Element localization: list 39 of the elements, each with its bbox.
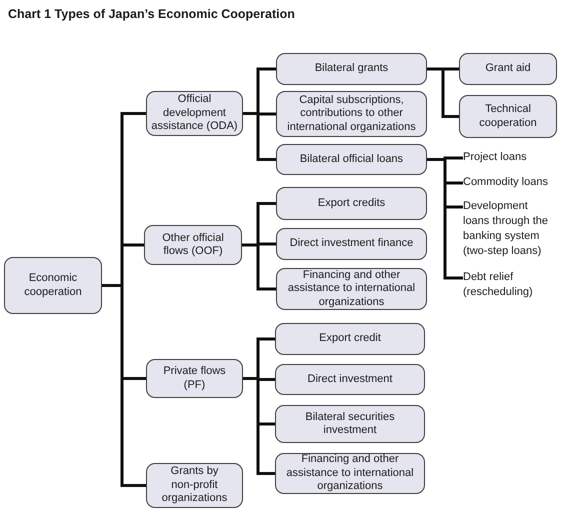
loan-type-label: Development loans through the banking system (two-step loans) xyxy=(463,199,553,259)
category-label: Technical cooperation xyxy=(478,103,538,130)
category-label: Grant aid xyxy=(485,62,531,76)
category-label: Export credits xyxy=(318,196,386,210)
category-label: Economic cooperation xyxy=(23,272,83,299)
category-label: Bilateral securities investment xyxy=(304,410,396,438)
category-label: Direct investment finance xyxy=(290,237,414,251)
category-label: Capital subscriptions, contributions to other international organizations xyxy=(286,94,417,134)
category-box xyxy=(275,364,425,395)
category-box xyxy=(146,359,243,398)
category-box xyxy=(276,268,427,310)
category-label: Bilateral grants xyxy=(314,62,388,76)
category-box xyxy=(459,53,557,85)
category-box xyxy=(276,228,427,260)
category-label: Bilateral official loans xyxy=(300,152,404,166)
category-box xyxy=(4,257,102,314)
category-label: Other official flows (OOF) xyxy=(161,232,225,258)
loan-type-label: Debt relief (rescheduling) xyxy=(463,270,559,300)
chart-title: Chart 1 Types of Japan’s Economic Cooperation xyxy=(8,7,295,21)
category-label: Financing and other assistance to international organizations xyxy=(286,268,416,310)
category-label: Export credit xyxy=(319,332,381,346)
category-box xyxy=(276,91,427,137)
connector-line xyxy=(427,68,459,118)
category-label: Grants by non-profit organizations xyxy=(160,465,228,506)
category-box xyxy=(275,323,425,355)
loan-type-label: Commodity loans xyxy=(463,175,559,190)
loan-type-label: Project loans xyxy=(463,150,559,165)
category-box xyxy=(146,463,243,508)
category-box xyxy=(276,187,427,220)
category-label: Official development assistance (ODA) xyxy=(150,93,239,134)
category-box xyxy=(459,95,557,138)
connector-line xyxy=(242,244,276,290)
category-box xyxy=(275,405,425,443)
category-box xyxy=(144,225,242,265)
category-label: Direct investment xyxy=(308,372,392,386)
category-label: Financing and other assistance to international organizations xyxy=(285,453,415,494)
category-box xyxy=(276,53,427,85)
category-label: Private flows (PF) xyxy=(162,365,227,392)
category-box xyxy=(276,144,427,175)
